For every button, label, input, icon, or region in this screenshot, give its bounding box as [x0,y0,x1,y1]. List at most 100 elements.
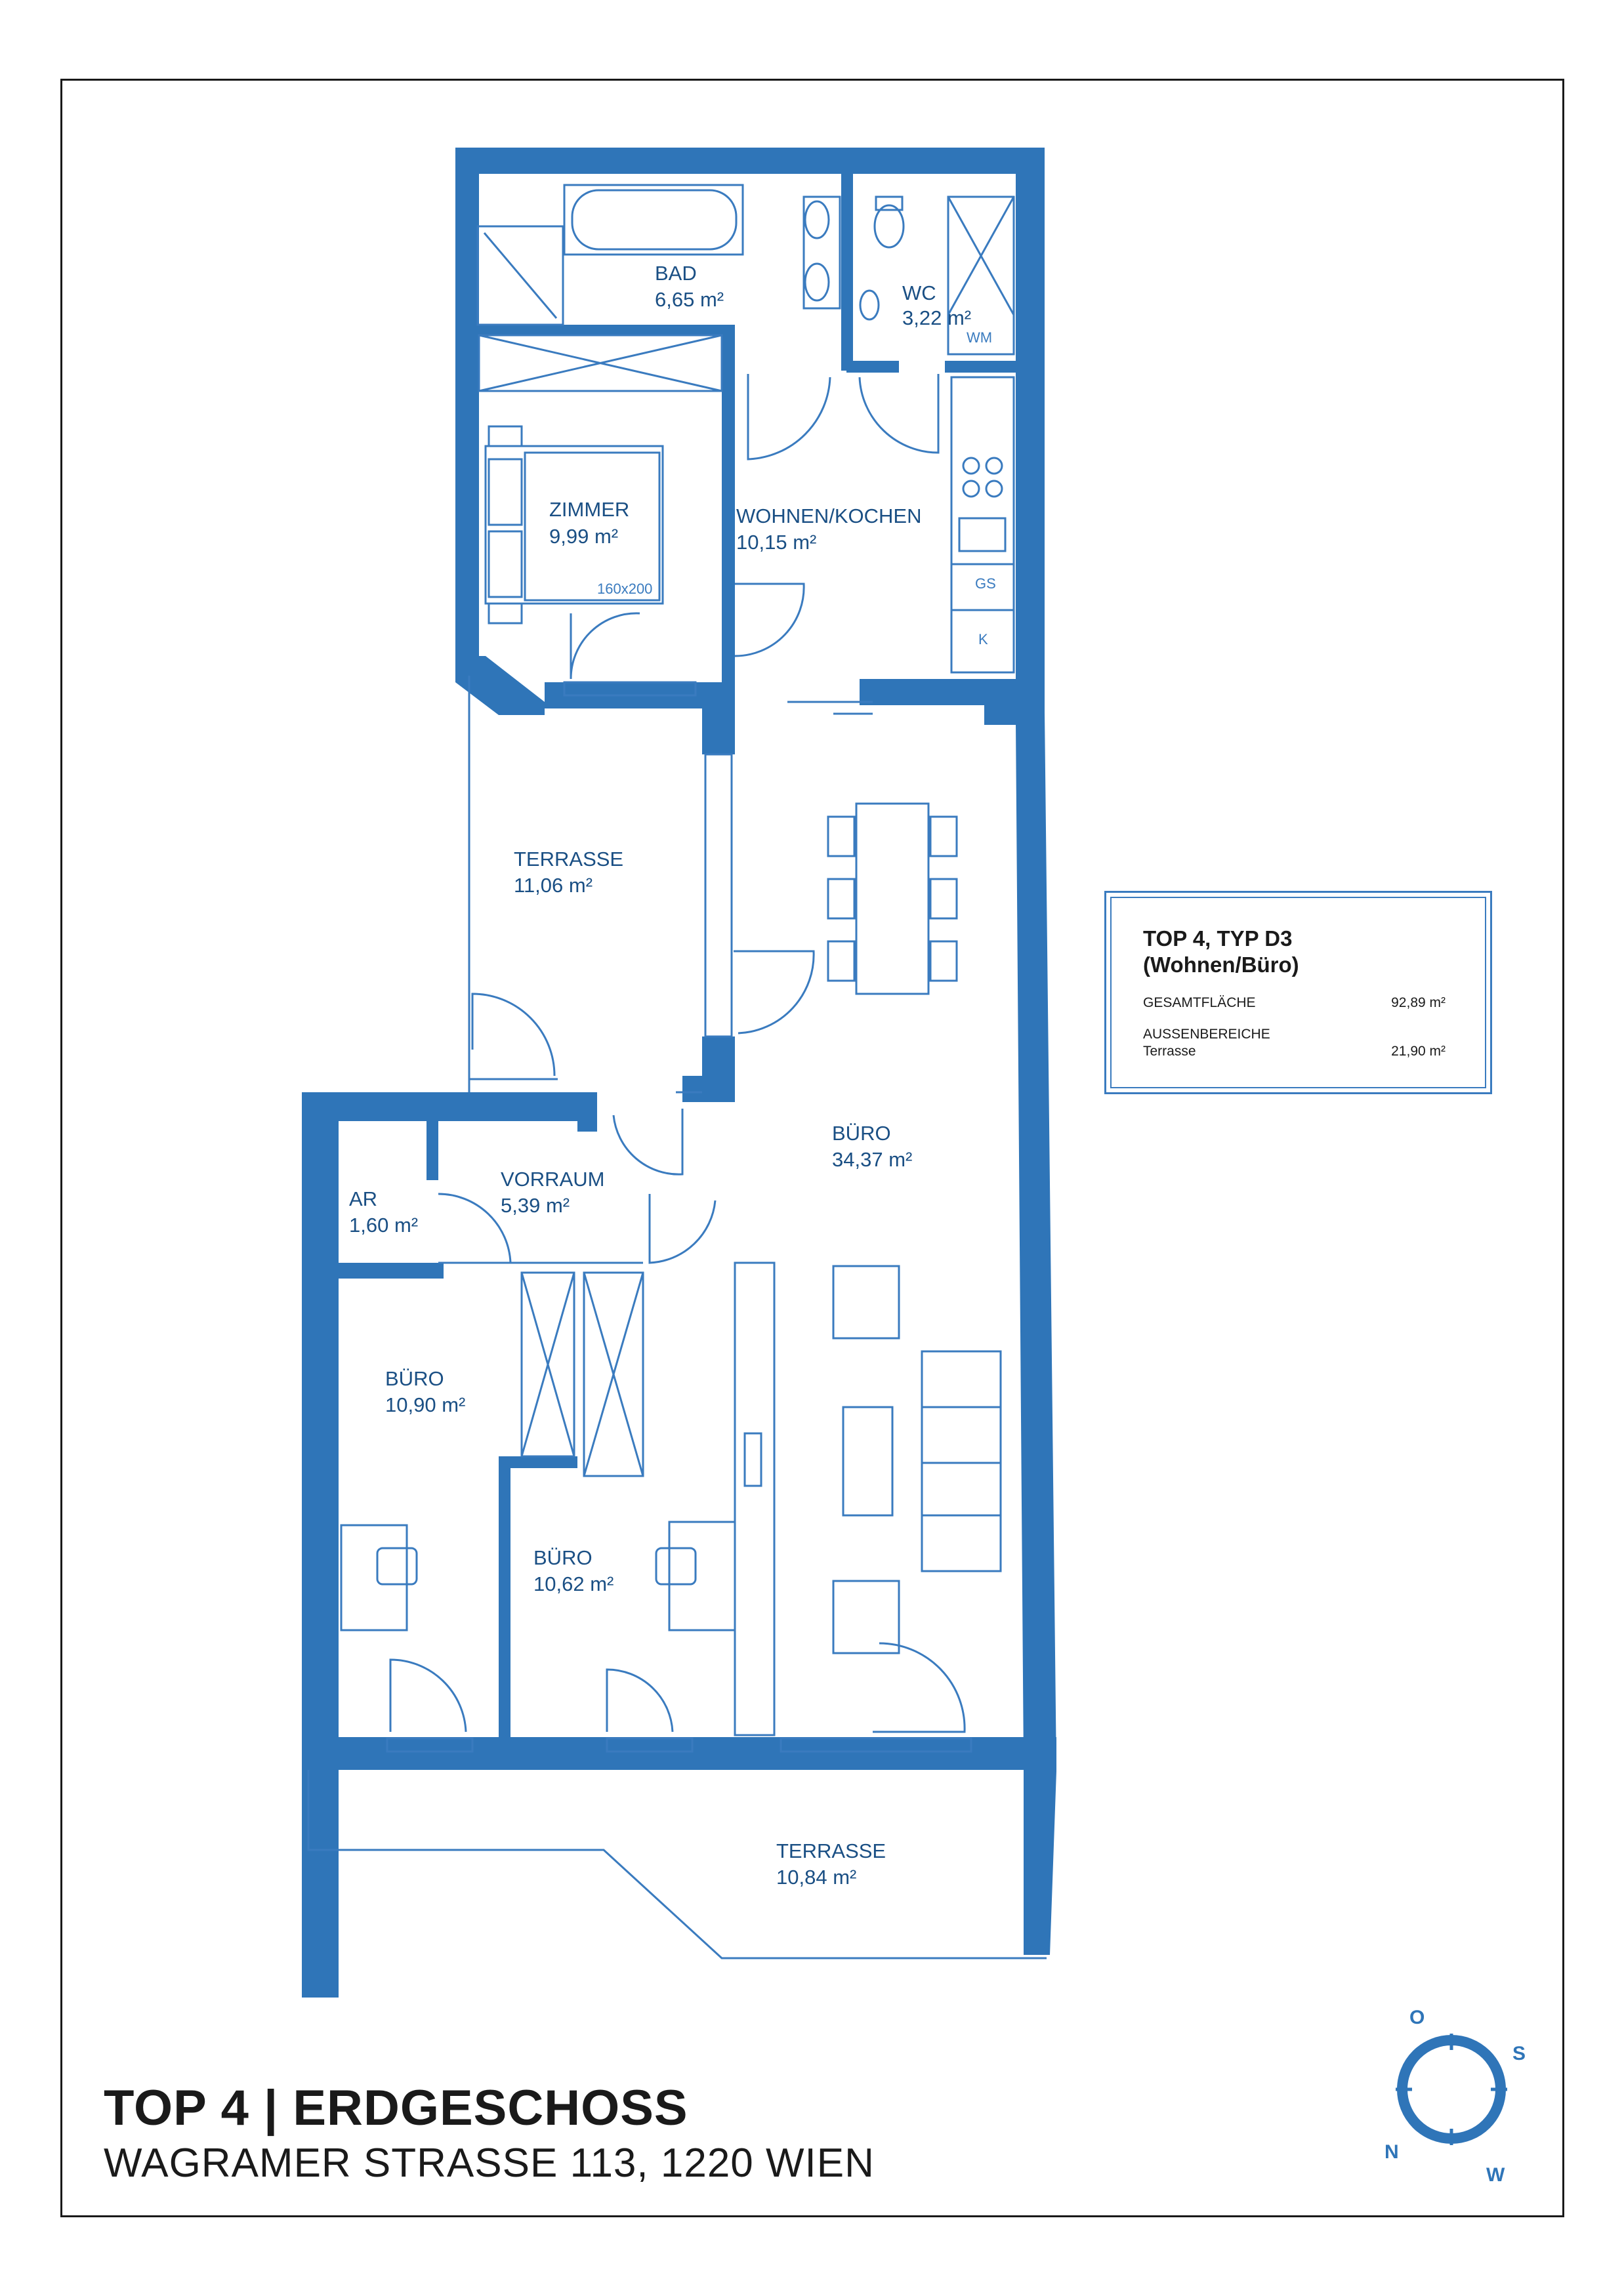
door-buero-main [873,1642,966,1733]
wall-corner-right [984,705,1017,725]
label-zimmer: ZIMMER [549,498,629,521]
wall-wc-bottom [846,361,899,373]
door-terrasse-1 [471,993,556,1076]
desk-mid [668,1521,736,1631]
info-box: TOP 4, TYP D3 (Wohnen/Büro) GESAMTFLÄCHE… [1104,891,1492,1094]
window-buero-main [780,1737,972,1753]
wc-sink [859,289,880,321]
wall-lower-bottom [302,1737,1056,1770]
coffee-table [842,1406,894,1517]
area-zimmer: 9,99 m² [549,525,618,548]
page-address: WAGRAMER STRASSE 113, 1220 WIEN [104,2141,875,2186]
label-ar: AR [349,1187,377,1210]
chair-4 [929,815,958,857]
wall-bad-zimmer [455,325,731,335]
door-vorraum-bottom [648,1194,717,1264]
label-buero-main: BÜRO [832,1122,891,1145]
nightstand-1 [488,425,523,447]
wall-column-foot [682,1076,735,1102]
armchair-1 [832,1265,900,1340]
door-buero-left [389,1658,467,1732]
info-gesamt-value: 92,89 m² [1391,995,1446,1010]
label-terrasse2: TERRASSE [776,1839,886,1862]
area-ar: 1,60 m² [349,1214,418,1237]
wm-diag2 [947,196,1015,316]
door-zimmer-wohnen [734,583,805,657]
wall-column-top [702,695,735,754]
chair-desk-mid [655,1547,697,1586]
wall-ar-right [427,1121,438,1180]
chair-3 [827,940,856,982]
shelf-detail [743,1432,762,1487]
door-vorraum-top [612,1109,684,1176]
chair-2 [827,878,856,920]
kitchen-counter [950,376,1015,674]
label-buero-mid: BÜRO [533,1546,593,1569]
label-terrasse1: TERRASSE [514,848,623,871]
area-terrasse2: 10,84 m² [776,1866,856,1889]
hob-3 [962,480,980,498]
label-bed-size: 160x200 [597,581,652,597]
wm-cabinet [947,195,1015,356]
page-frame [60,79,1564,2217]
wall-kitchen-top [945,361,1017,373]
chair-desk-left [376,1547,418,1586]
window-buero-left [386,1737,474,1753]
compass-w: W [1486,2164,1505,2186]
wall-left-upper [455,148,479,672]
bed-mattress [524,451,661,602]
sofa [921,1350,1002,1572]
bathtub-frame [563,184,744,256]
info-terrasse-value: 21,90 m² [1391,1044,1446,1059]
info-subtitle: (Wohnen/Büro) [1143,953,1299,977]
shower [476,225,564,326]
label-wm: WM [967,329,992,346]
bad-vanity [802,195,841,310]
pillow-2 [488,530,523,598]
area-terrasse1: 11,06 m² [514,874,593,897]
compass: O S N W [1385,2007,1526,2186]
kitchen-sink [958,517,1007,552]
info-gesamt-label: GESAMTFLÄCHE [1143,995,1256,1010]
info-title: TOP 4, TYP D3 [1143,926,1293,951]
area-wc: 3,22 m² [902,306,971,329]
bed [484,445,664,605]
walls [302,148,1056,1998]
wv1-d2 [520,1272,575,1457]
door-buero-terrasse [734,950,815,1035]
nightstand-2 [488,602,523,625]
pillow-1 [488,458,523,526]
door-bad [747,374,831,461]
wall-zimmer-wohnen [722,325,735,692]
area-buero-main: 34,37 m² [832,1148,912,1171]
wall-buero-mid-left [499,1456,510,1738]
wall-lower-top [302,1092,597,1121]
door-zimmer [570,612,640,680]
area-buero-mid: 10,62 m² [533,1572,614,1595]
wall-bad-wc [841,174,853,371]
area-wohnen: 10,15 m² [736,531,816,554]
info-terrasse-label: Terrasse [1143,1044,1196,1059]
wardrobe-zimmer [478,334,723,392]
wardrobe-vorraum-1 [520,1271,575,1458]
compass-s: S [1512,2043,1526,2064]
wall-zimmer-corner [455,656,545,715]
shelf-wall [734,1261,776,1736]
hob-1 [962,457,980,475]
label-k: K [978,631,988,647]
door-ar [438,1193,512,1264]
window-zimmer [563,681,697,697]
area-buero-left: 10,90 m² [385,1393,465,1416]
bathtub [571,189,738,251]
wall-ar-bottom [339,1263,444,1279]
sink-1 [804,200,830,239]
desk-left [340,1524,408,1631]
label-wc: WC [902,281,936,304]
wall-wohnen-bottom [860,679,1045,705]
wall-right-upper [1016,148,1045,712]
wall-lower-left [302,1092,339,1998]
compass-n: N [1385,2141,1399,2163]
room-labels: BAD 6,65 m² WC 3,22 m² WM ZIMMER 9,99 m²… [349,262,996,1889]
compass-ring [1397,2035,1506,2144]
